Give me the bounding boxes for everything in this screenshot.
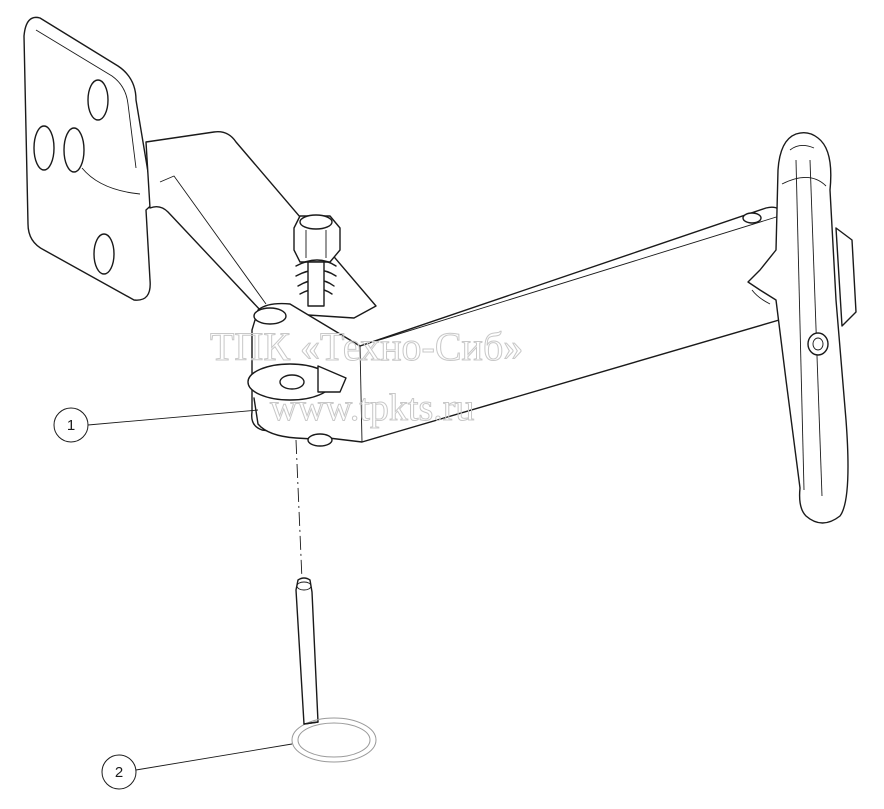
pin-with-ring bbox=[291, 577, 377, 763]
callout-2-number: 2 bbox=[115, 764, 123, 781]
callout-1-number: 1 bbox=[67, 417, 75, 434]
mounting-plate bbox=[23, 16, 171, 301]
axis-centerline bbox=[295, 439, 303, 581]
watermark-company: ТПК «Техно-Сиб» bbox=[210, 324, 523, 369]
bracket-arm bbox=[145, 131, 377, 319]
bolt-nut-spring bbox=[293, 214, 341, 307]
watermark-website: www.tpkts.ru bbox=[270, 387, 474, 429]
callout-2[interactable]: 2 bbox=[101, 754, 137, 790]
callout-1[interactable]: 1 bbox=[53, 407, 89, 443]
leader-line-2 bbox=[135, 743, 293, 771]
leader-line-1 bbox=[87, 409, 259, 426]
t-handle bbox=[747, 131, 857, 524]
